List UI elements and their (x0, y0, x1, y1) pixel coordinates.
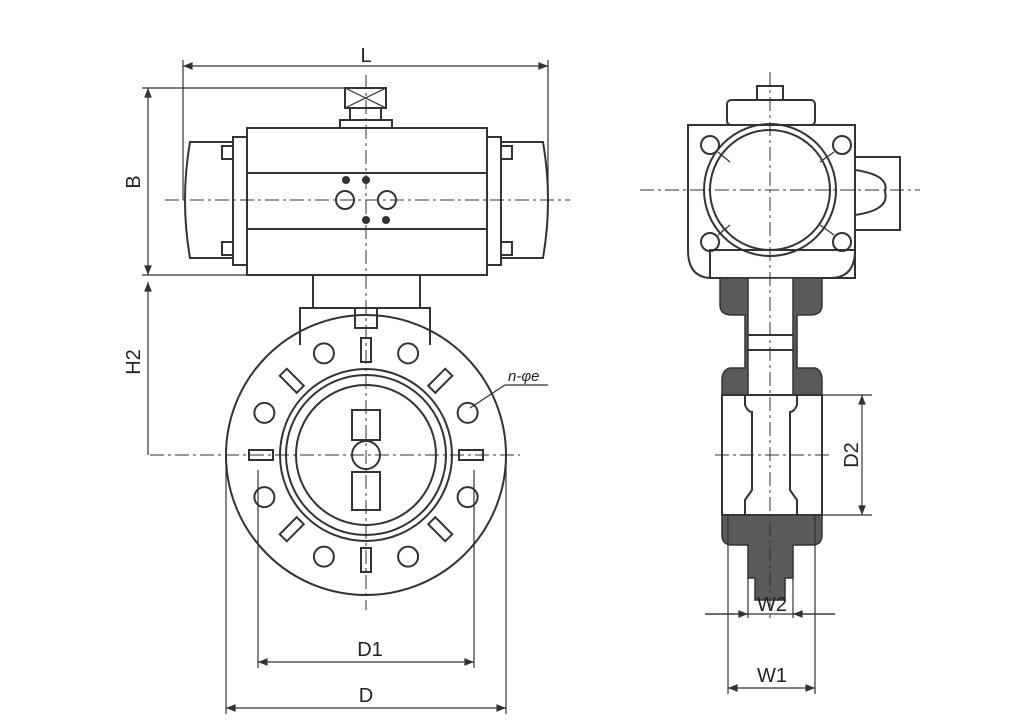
bolt-hole (456, 486, 479, 509)
bolt-hole (456, 401, 479, 424)
bolt-hole (253, 486, 276, 509)
bolt-hole (397, 342, 420, 365)
dim-L-label: L (360, 45, 371, 67)
flange-slot (426, 515, 454, 543)
bolt-holes (248, 337, 484, 573)
dim-D1-label: D1 (357, 639, 383, 661)
dim-H2-label: H2 (123, 349, 145, 375)
holes-label: n-φe (508, 368, 539, 385)
bolt-hole (397, 545, 420, 568)
dim-B-label: B (123, 175, 145, 188)
flange-slot (426, 367, 454, 395)
flange-slot (248, 449, 274, 461)
dim-W1-label: W1 (757, 665, 787, 687)
flange-slot (278, 367, 306, 395)
gearbox (687, 85, 901, 279)
front-view: L B H2 D1 D n-φe (123, 45, 570, 714)
dim-D2-label: D2 (841, 442, 863, 468)
bolt-hole (253, 401, 276, 424)
flange-slot (278, 515, 306, 543)
bolt-hole (312, 545, 335, 568)
bolt-hole (312, 342, 335, 365)
dim-W2-label: W2 (757, 594, 787, 616)
side-view: D2 W2 W1 (640, 72, 920, 694)
flange-slot (360, 547, 372, 573)
dim-D-label: D (359, 685, 373, 707)
valve-section (719, 277, 823, 601)
